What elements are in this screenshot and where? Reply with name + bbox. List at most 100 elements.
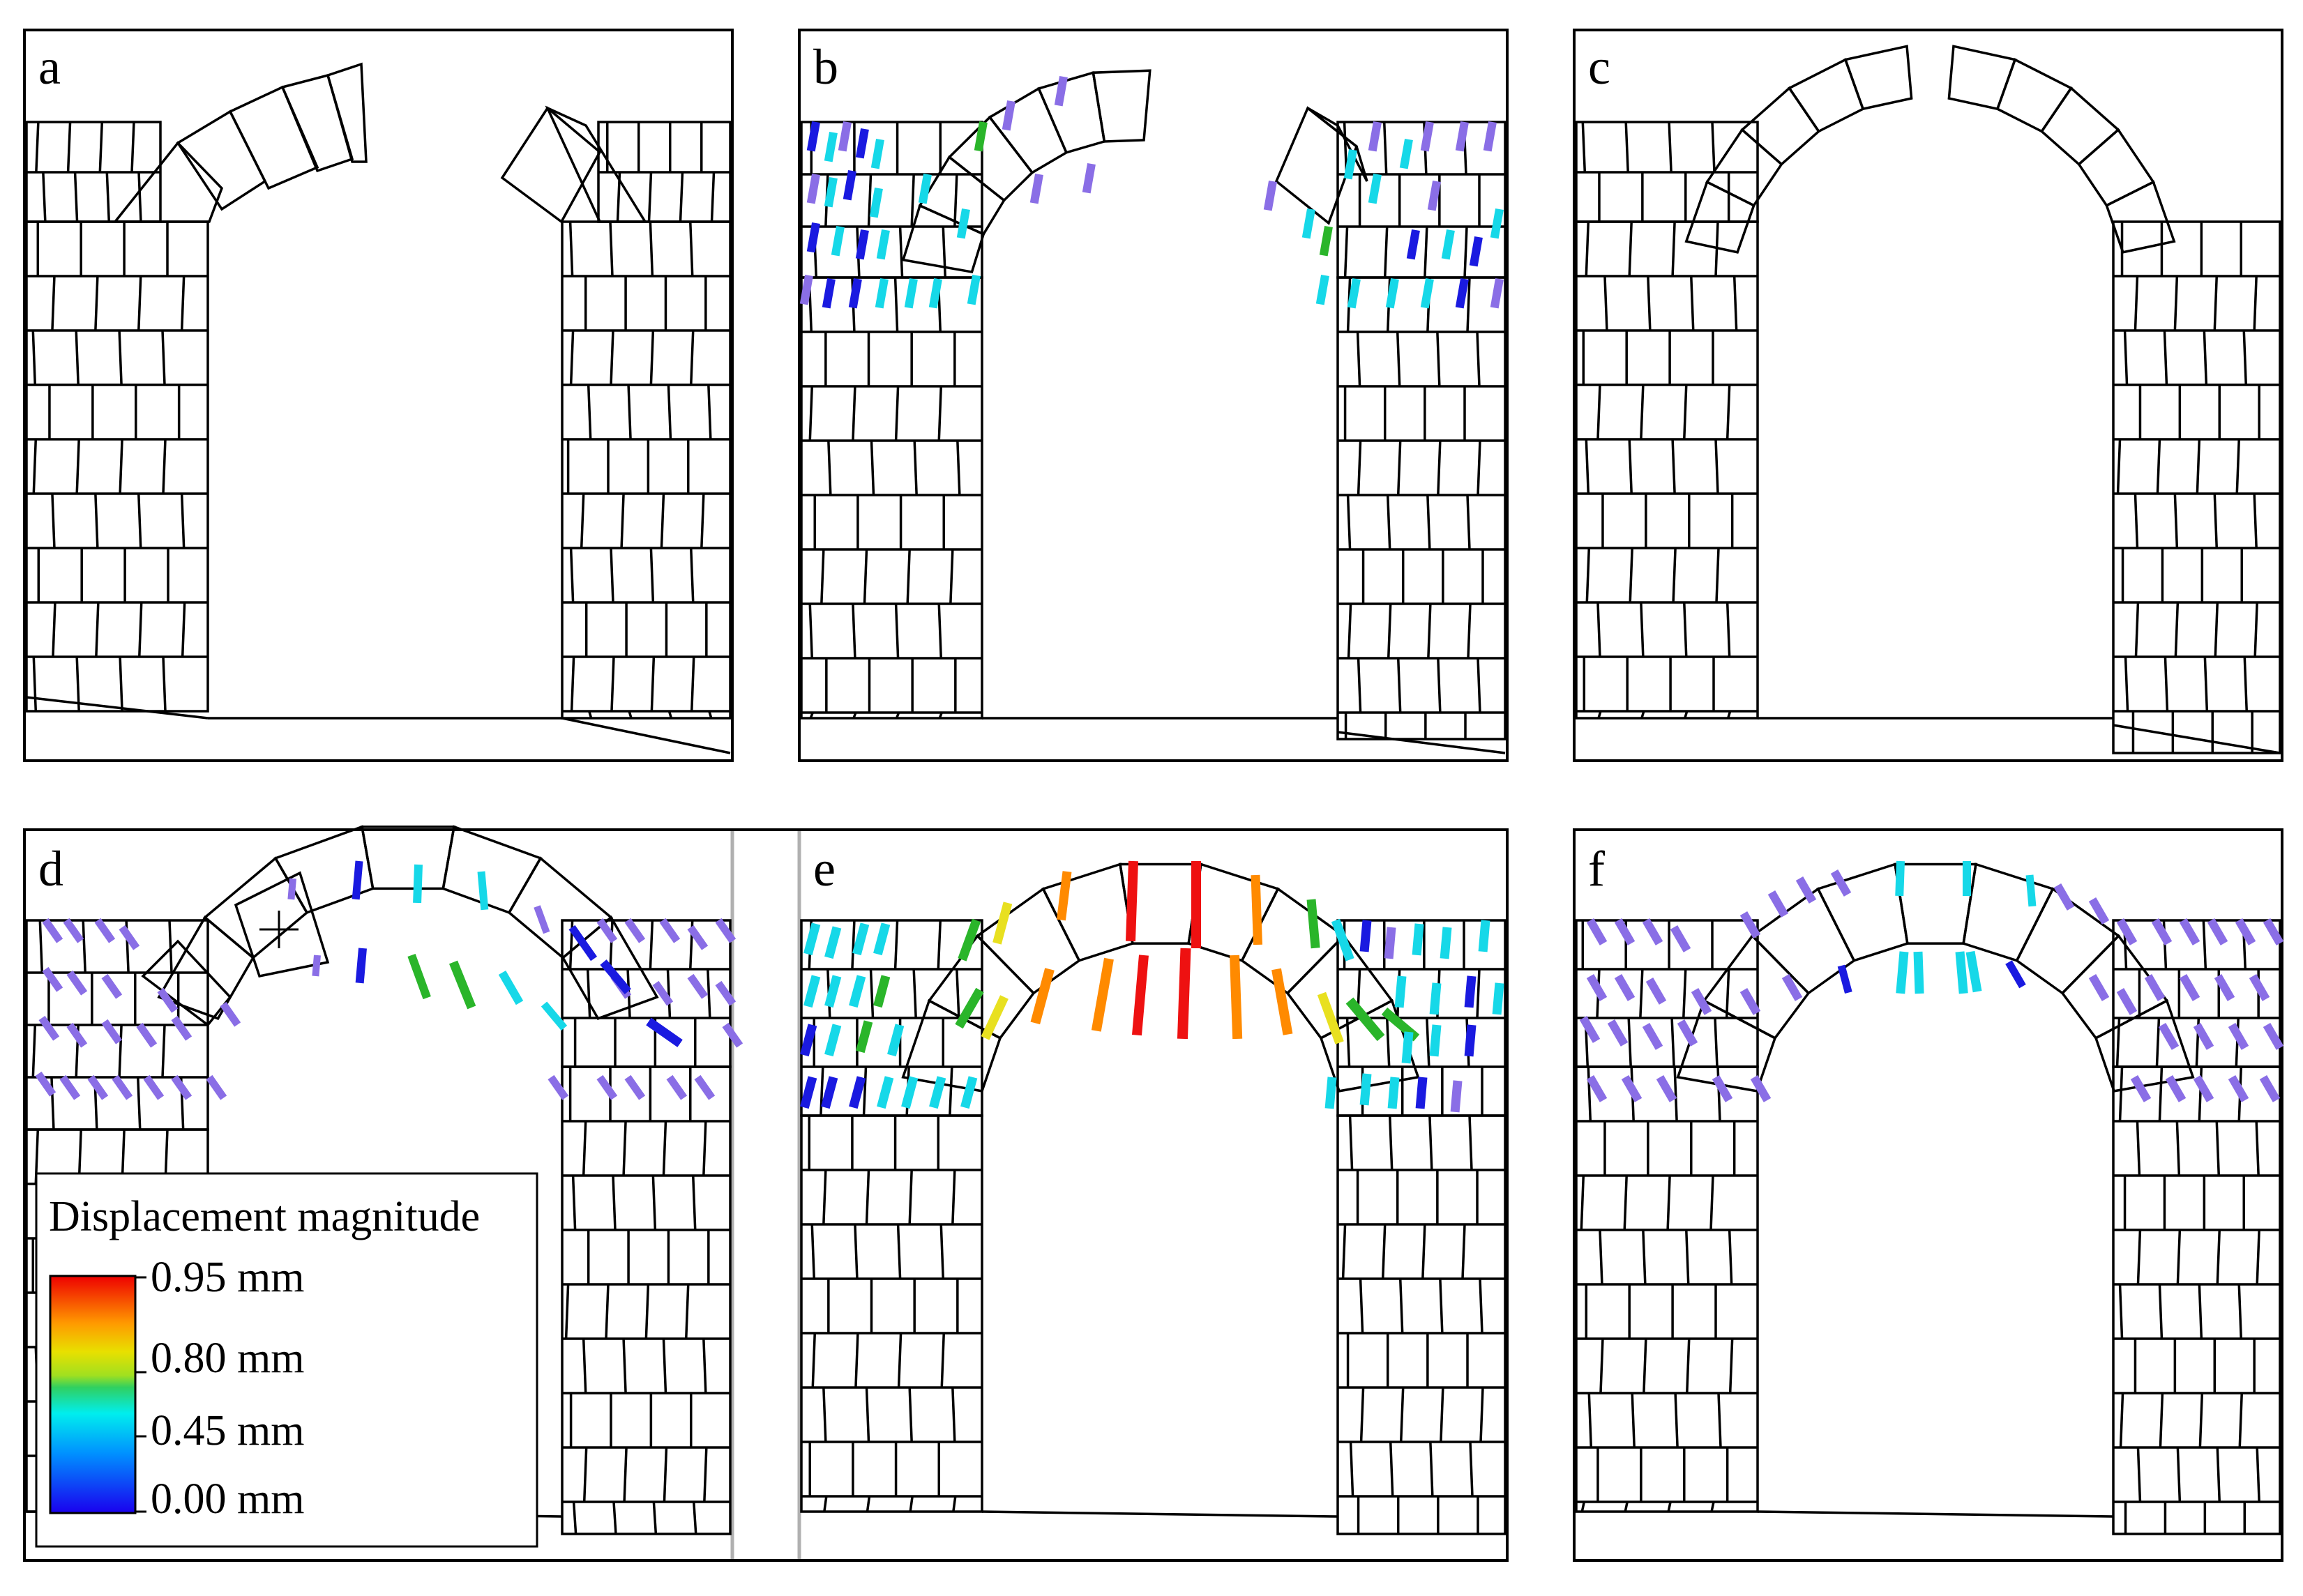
voussoir xyxy=(1705,128,1783,207)
displacement-vector xyxy=(838,121,852,152)
head-joint xyxy=(1383,226,1389,278)
head-joint xyxy=(2238,1392,2243,1448)
head-joint xyxy=(82,920,86,973)
head-joint xyxy=(1468,1115,1473,1171)
head-joint xyxy=(811,1332,816,1388)
head-joint xyxy=(702,1120,707,1176)
head-joint xyxy=(1466,494,1471,550)
head-joint xyxy=(2237,1284,2242,1339)
displacement-vector xyxy=(477,871,489,911)
panel-a-drawing xyxy=(25,62,732,754)
head-joint xyxy=(2256,1447,2260,1503)
head-joint xyxy=(703,1447,708,1503)
displacement-vector xyxy=(2228,1074,2249,1102)
head-joint xyxy=(1725,968,1730,1019)
pier-outline xyxy=(2112,220,2281,754)
voussoir xyxy=(901,204,986,274)
head-joint xyxy=(2173,275,2179,331)
head-joint xyxy=(1388,1115,1394,1171)
head-joint xyxy=(66,121,72,173)
head-joint xyxy=(1385,1017,1391,1067)
head-joint xyxy=(1587,1392,1593,1448)
head-joint xyxy=(1428,1115,1433,1171)
head-joint xyxy=(1629,547,1633,603)
head-joint xyxy=(940,1332,945,1388)
displacement-vector xyxy=(1965,950,1982,993)
displacement-vector xyxy=(2214,973,2235,1001)
head-joint xyxy=(605,1284,610,1339)
displacement-vector xyxy=(873,975,891,1008)
head-joint xyxy=(897,1332,903,1388)
displacement-vector xyxy=(1263,180,1277,211)
head-joint xyxy=(2243,656,2248,712)
displacement-legend: Displacement magnitude 0.95 mm 0.80 mm 0… xyxy=(35,1172,538,1548)
head-joint xyxy=(823,1496,828,1512)
head-joint xyxy=(2136,1229,2142,1285)
head-joint xyxy=(588,710,593,719)
head-joint xyxy=(1726,602,1731,658)
head-joint xyxy=(1466,277,1471,333)
displacement-vector xyxy=(38,1015,60,1041)
legend-tick-095: 0.95 mm xyxy=(151,1254,304,1301)
displacement-vector xyxy=(1301,208,1315,239)
displacement-vector xyxy=(687,973,709,999)
head-joint xyxy=(662,1338,667,1394)
displacement-vector xyxy=(1490,278,1504,309)
head-joint xyxy=(2159,1392,2164,1448)
displacement-vector xyxy=(1712,1074,1733,1102)
panel-label-a: a xyxy=(38,39,61,95)
head-joint xyxy=(1683,602,1688,658)
displacement-vector xyxy=(1271,968,1293,1035)
displacement-vector xyxy=(2193,1022,2214,1050)
head-joint xyxy=(31,1024,37,1078)
head-joint xyxy=(649,920,654,970)
displacement-vector xyxy=(600,959,631,994)
panel-e-drawing xyxy=(800,862,1507,1535)
displacement-vector xyxy=(1306,899,1320,949)
displacement-vector xyxy=(666,1074,688,1100)
displacement-vector xyxy=(974,121,988,152)
displacement-vector xyxy=(1483,121,1497,152)
head-joint xyxy=(1628,221,1633,277)
head-joint xyxy=(865,1387,870,1443)
displacement-vector xyxy=(1324,1077,1337,1109)
displacement-vector xyxy=(2179,973,2200,1001)
head-joint xyxy=(937,920,942,970)
pier-outline xyxy=(1575,919,1759,1068)
displacement-vector xyxy=(659,918,681,943)
head-joint xyxy=(1726,384,1731,440)
displacement-vector xyxy=(722,1022,743,1048)
head-joint xyxy=(692,1175,697,1231)
head-joint xyxy=(1461,1224,1466,1279)
head-joint xyxy=(1640,710,1645,719)
head-joint xyxy=(2175,1120,2181,1176)
head-joint xyxy=(865,1169,870,1225)
voussoir xyxy=(326,62,368,163)
head-joint xyxy=(623,1447,628,1503)
ground-line xyxy=(26,696,209,720)
ground-line xyxy=(561,717,731,754)
displacement-vector xyxy=(1315,274,1329,305)
head-joint xyxy=(627,384,632,440)
head-joint xyxy=(612,1175,617,1231)
displacement-vector xyxy=(2088,973,2110,1001)
head-joint xyxy=(1424,226,1428,278)
displacement-vector xyxy=(821,1076,838,1109)
displacement-vector xyxy=(855,229,869,260)
displacement-vector xyxy=(2151,918,2173,945)
head-joint xyxy=(1346,494,1352,550)
displacement-vector xyxy=(568,925,598,962)
head-joint xyxy=(1382,121,1388,175)
panel-label-b: b xyxy=(813,39,838,95)
displacement-vector xyxy=(1586,973,1608,1001)
head-joint xyxy=(894,603,900,659)
head-joint xyxy=(1479,1278,1483,1334)
head-joint xyxy=(181,602,186,658)
head-joint xyxy=(893,920,899,970)
head-joint xyxy=(666,968,672,1019)
head-joint xyxy=(2158,1066,2164,1122)
head-joint xyxy=(1673,1066,1678,1122)
ground-line xyxy=(1337,731,1506,754)
head-joint xyxy=(1585,547,1591,603)
head-joint xyxy=(649,221,654,277)
